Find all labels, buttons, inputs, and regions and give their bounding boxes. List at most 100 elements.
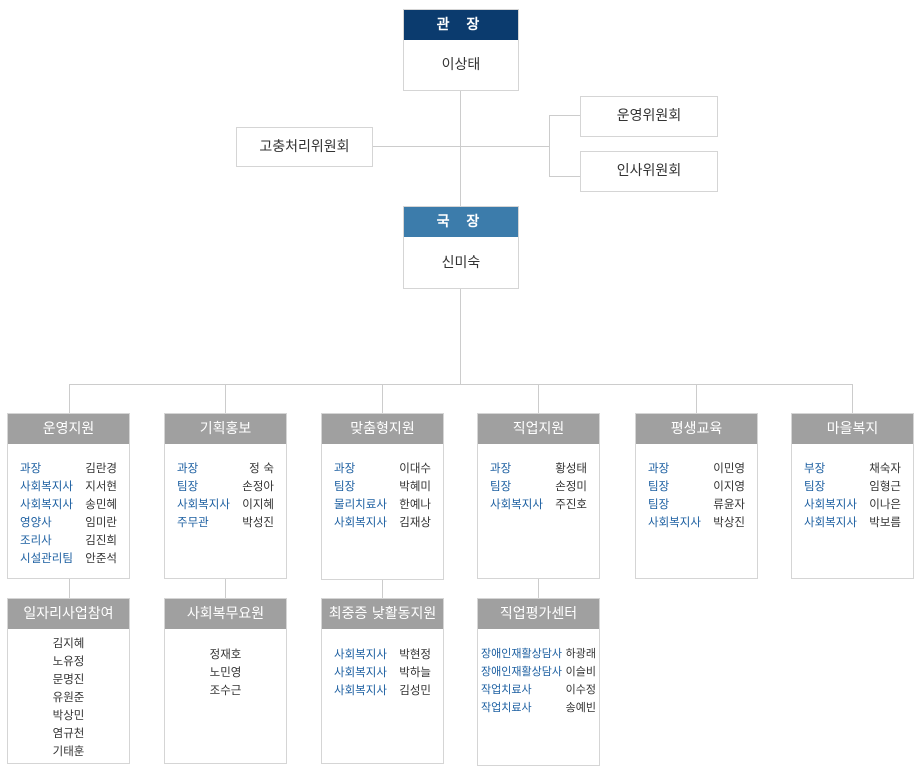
member-row: 팀장 손정미 (490, 477, 587, 495)
member-name: 한예나 (399, 497, 431, 511)
member-name: 박하늘 (399, 665, 431, 679)
member-role: 사회복지사 (334, 665, 387, 679)
member-role: 주무관 (177, 515, 209, 529)
member-name: 이수정 (565, 683, 596, 696)
member-role: 작업치료사 (481, 701, 532, 714)
member-role: 사회복지사 (177, 497, 230, 511)
member-role: 팀장 (804, 479, 826, 493)
member-row: 과장 정 숙 (177, 459, 274, 477)
person-name: 유원준 (52, 690, 85, 704)
dept-title: 기획홍보 (165, 414, 286, 444)
member-name: 이나은 (869, 497, 901, 511)
member-role: 팀장 (177, 479, 199, 493)
member-role: 작업치료사 (481, 683, 532, 696)
personnel-committee-box: 인사위원회 (580, 151, 718, 192)
director-box: 관 장 이상태 (403, 9, 519, 91)
member-row: 과장 이대수 (334, 459, 431, 477)
member-row: 사회복지사 박현정 (334, 645, 431, 663)
member-row: 사회복지사 김재상 (334, 513, 431, 531)
member-name: 김재상 (399, 515, 431, 529)
member-name: 박혜미 (399, 479, 431, 493)
member-name: 임형근 (869, 479, 901, 493)
member-role: 사회복지사 (334, 515, 387, 529)
member-name: 김성민 (399, 683, 431, 697)
member-role: 과장 (490, 461, 512, 475)
member-row: 사회복지사 김성민 (334, 681, 431, 699)
subunit-box-job-program: 일자리사업참여 김지혜 노유정 문명진 유원준 박상민 염규천 기태훈 (7, 598, 130, 764)
member-role: 과장 (177, 461, 199, 475)
member-row: 사회복지사 이지혜 (177, 495, 274, 513)
member-name: 황성태 (555, 461, 587, 475)
chief-name: 신미숙 (441, 255, 481, 271)
member-name: 지서현 (85, 479, 117, 493)
member-role: 영양사 (20, 515, 52, 529)
person-name: 박상민 (52, 708, 85, 722)
member-role: 사회복지사 (804, 497, 857, 511)
member-role: 팀장 (490, 479, 512, 493)
member-role: 부장 (804, 461, 826, 475)
member-role: 사회복지사 (334, 683, 387, 697)
member-row: 과장 황성태 (490, 459, 587, 477)
member-role: 사회복지사 (20, 497, 73, 511)
member-name: 손정미 (555, 479, 587, 493)
member-row: 팀장 박혜미 (334, 477, 431, 495)
member-row: 사회복지사 송민혜 (20, 495, 117, 513)
member-role: 사회복지사 (490, 497, 543, 511)
member-row: 사회복지사 주진호 (490, 495, 587, 513)
chief-title: 국 장 (404, 207, 518, 237)
subunit-title: 직업평가센터 (478, 599, 599, 629)
member-row: 사회복지사 지서현 (20, 477, 117, 495)
member-name: 박현정 (399, 647, 431, 661)
member-role: 과장 (648, 461, 670, 475)
member-name: 주진호 (555, 497, 587, 511)
person-name: 노민영 (209, 665, 242, 679)
member-role: 시설관리팀 (20, 551, 73, 565)
chief-box: 국 장 신미숙 (403, 206, 519, 289)
member-name: 이지영 (713, 479, 745, 493)
member-row: 팀장 임형근 (804, 477, 901, 495)
person-name: 노유정 (52, 654, 85, 668)
subunit-title: 최중증 낮활동지원 (322, 599, 443, 629)
member-name: 정 숙 (249, 461, 274, 475)
person-name: 문명진 (52, 672, 85, 686)
member-role: 사회복지사 (648, 515, 701, 529)
member-name: 송민혜 (85, 497, 117, 511)
person-name: 기태훈 (52, 744, 85, 758)
dept-title: 평생교육 (636, 414, 757, 444)
member-name: 김란경 (85, 461, 117, 475)
person-name: 김지혜 (52, 636, 85, 650)
member-role: 사회복지사 (20, 479, 73, 493)
member-name: 류윤자 (713, 497, 745, 511)
member-name: 이민영 (713, 461, 745, 475)
member-name: 안준석 (85, 551, 117, 565)
member-row: 시설관리팀 안준석 (20, 549, 117, 567)
member-row: 사회복지사 이나은 (804, 495, 901, 513)
member-role: 팀장 (334, 479, 356, 493)
member-role: 과장 (334, 461, 356, 475)
member-name: 채숙자 (869, 461, 901, 475)
dept-title: 마을복지 (792, 414, 913, 444)
operation-committee-box: 운영위원회 (580, 96, 718, 137)
member-name: 이대수 (399, 461, 431, 475)
person-name: 조수근 (209, 683, 242, 697)
member-role: 사회복지사 (334, 647, 387, 661)
grievance-committee-box: 고충처리위원회 (236, 127, 373, 167)
member-name: 이지혜 (242, 497, 274, 511)
member-role: 장애인재활상담사 (481, 647, 562, 660)
